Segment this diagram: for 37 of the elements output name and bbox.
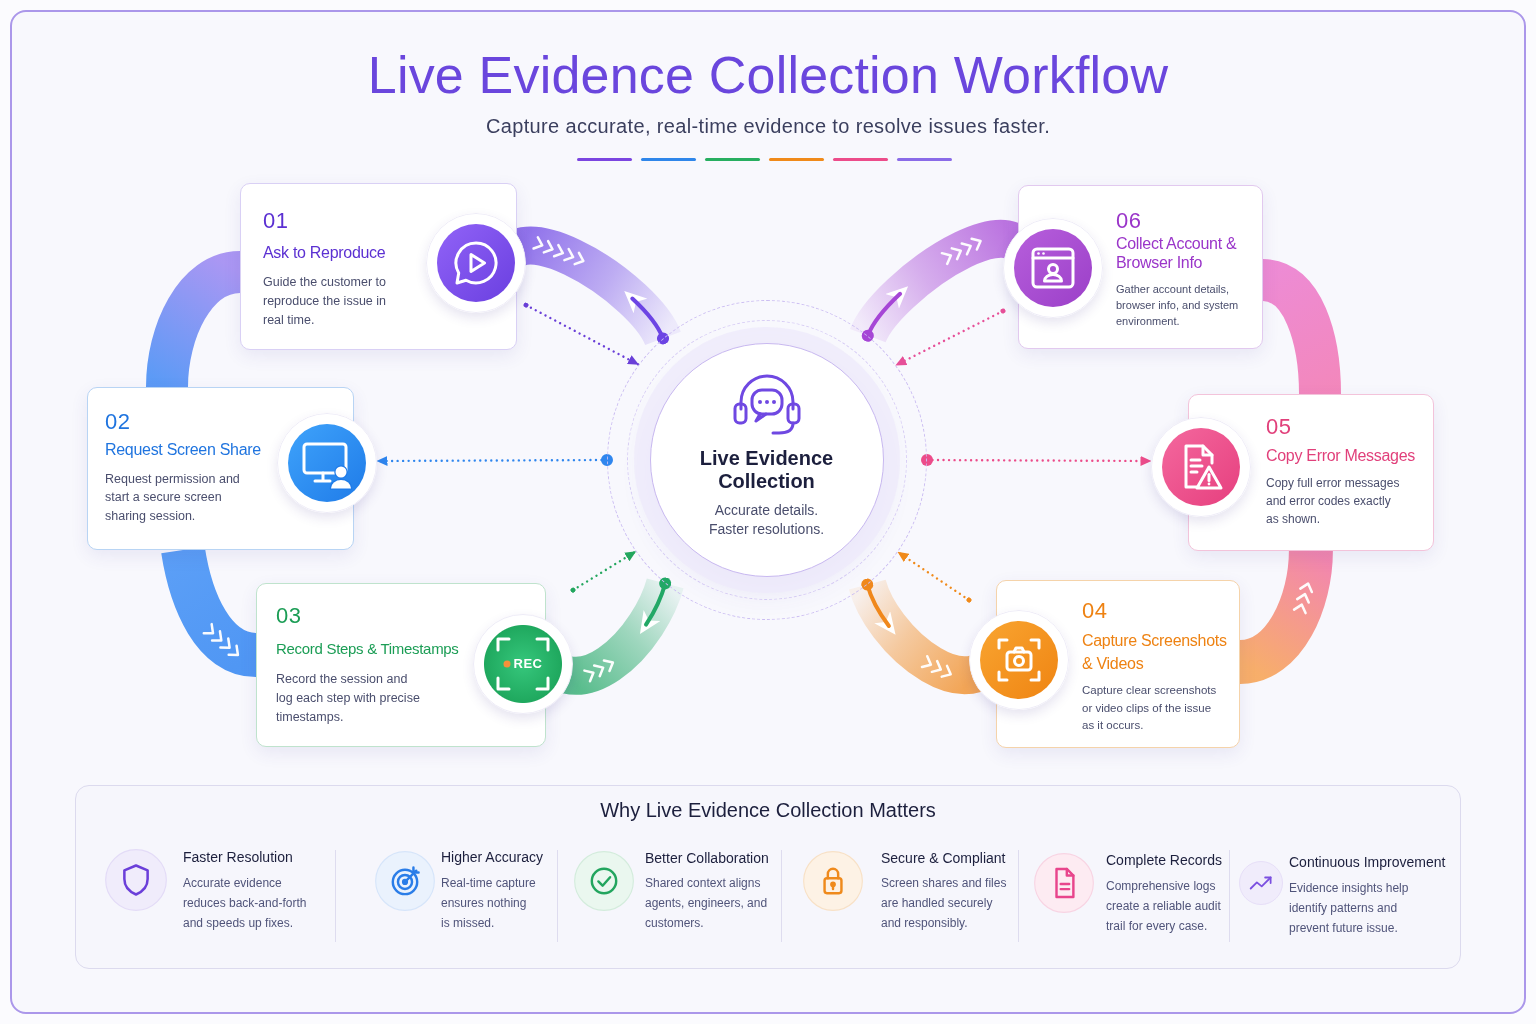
benefit-description: Shared context aligns agents, engineers, and customers. [645,875,769,932]
rec-label: REC [513,656,543,672]
step-description: Request permission and start a secure screen sharing session. [105,470,241,525]
benefit-description: Real-time capture ensures nothing is missed. [441,875,537,932]
step-description: Capture clear screenshots or video clips of the issue as it occurs. [1082,683,1218,733]
step-number: 02 [105,409,131,435]
step-number: 03 [276,603,302,629]
benefit-description: Screen shares and files are handled securely and responsibly. [881,875,1008,932]
benefit-title: Faster Resolution [183,848,293,866]
step-description: Gather account details, browser info, and system environment. [1116,282,1240,329]
step-description: Guide the customer to reproduce the issue in real time. [263,273,387,329]
benefit-title: Better Collaboration [645,849,769,867]
benefit-title: Secure & Compliant [881,849,1006,867]
hub-subtitle: Accurate details. Faster resolutions. [707,500,826,539]
step-title: Ask to Reproduce [263,243,386,263]
step-title: Request Screen Share [105,440,261,460]
info-panel [75,785,1461,969]
step-title: Record Steps & Timestamps [276,639,459,659]
step-number: 04 [1082,598,1108,624]
step-number: 05 [1266,414,1292,440]
step-title: Copy Error Messages [1266,446,1416,466]
page-subtitle: Capture accurate, real-time evidence to resolve issues faster. [485,114,1051,138]
benefit-description: Comprehensive logs create a reliable audit trail for every case. [1106,878,1222,935]
step-description: Record the session and log each step with precise timestamps. [276,670,421,726]
panel-heading: Why Live Evidence Collection Matters [600,798,936,822]
step-title: Capture Screenshots & Videos [1082,630,1228,674]
step-number: 01 [263,208,289,234]
step-number: 06 [1116,208,1142,234]
hub-title: Live Evidence Collection [698,446,835,493]
benefit-title: Complete Records [1106,851,1222,869]
benefit-title: Higher Accuracy [441,848,543,866]
step-title: Collect Account & Browser Info [1116,234,1238,272]
step-description: Copy full error messages and error codes exactly as shown. [1266,475,1401,528]
benefit-description: Accurate evidence reduces back-and-forth and speeds up fixes. [183,875,308,932]
benefit-title: Continuous Improvement [1289,853,1446,871]
benefit-description: Evidence insights help identify patterns and prevent future issue. [1289,880,1410,937]
page-title: Live Evidence Collection Workflow [367,45,1169,106]
